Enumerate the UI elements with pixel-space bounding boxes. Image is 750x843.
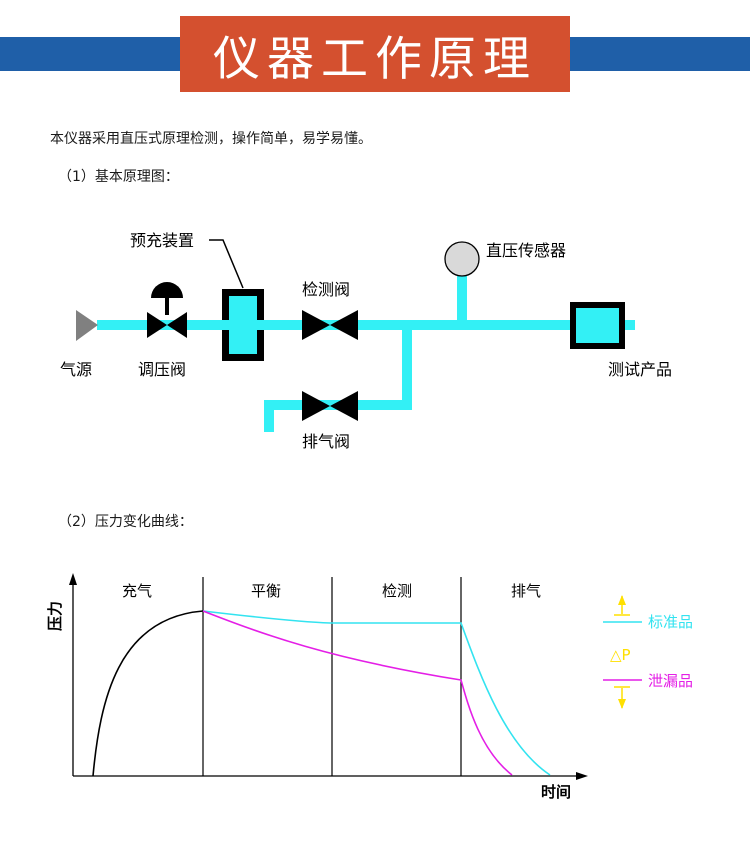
phase-label-exhaust: 排气 (511, 582, 541, 600)
curve-leaking-product (202, 610, 513, 776)
label-exhaust-valve: 排气阀 (302, 432, 350, 451)
phase-label-balance: 平衡 (251, 582, 281, 600)
test-valve-icon (302, 310, 358, 340)
precharge-device-icon (222, 289, 264, 361)
curve-fill (92, 610, 204, 777)
legend-label-standard: 标准品 (648, 613, 693, 631)
pressure-curve-chart: 充气 平衡 检测 排气 压力 时间 标准品 泄漏品 △P (46, 573, 693, 801)
x-axis-label: 时间 (541, 783, 571, 801)
label-test-product: 测试产品 (608, 360, 672, 379)
x-axis-arrow (576, 772, 588, 780)
phase-label-test: 检测 (382, 582, 412, 600)
pipe-exhaust-outlet (264, 400, 274, 432)
pressure-sensor-icon (444, 241, 480, 277)
regulator-valve-icon (147, 282, 187, 338)
delta-p-label: △P (610, 646, 631, 664)
label-regulator-valve: 调压阀 (138, 360, 186, 379)
delta-arrow-top-icon (614, 595, 630, 616)
gas-source-icon (76, 310, 98, 341)
pipe-sensor-riser (457, 270, 467, 325)
label-gas-source: 气源 (60, 360, 92, 379)
label-pressure-sensor: 直压传感器 (486, 241, 566, 260)
test-product-icon (570, 302, 625, 349)
banner-title: 仪器工作原理 (180, 16, 570, 92)
section2-heading: （2）压力变化曲线： (58, 514, 193, 530)
phase-label-fill: 充气 (122, 582, 152, 600)
precharge-leader-line (209, 239, 244, 289)
label-precharge-device: 预充装置 (130, 231, 194, 250)
exhaust-valve-icon (302, 391, 358, 421)
intro-text: 本仪器采用直压式原理检测，操作简单，易学易懂。 (50, 131, 372, 147)
y-axis-label: 压力 (46, 601, 64, 631)
pipe-main-right (620, 320, 635, 330)
legend-label-leaking: 泄漏品 (648, 672, 693, 690)
y-axis-arrow (69, 573, 77, 585)
pipe-exhaust-drop (402, 325, 412, 410)
section1-heading: （1）基本原理图： (58, 169, 179, 185)
curve-standard-product (202, 610, 551, 776)
delta-arrow-bottom-icon (614, 686, 630, 709)
principle-diagram: 气源 调压阀 预充装置 检测阀 直压传感器 测试产品 排气阀 (60, 231, 672, 451)
label-test-valve: 检测阀 (302, 280, 350, 299)
